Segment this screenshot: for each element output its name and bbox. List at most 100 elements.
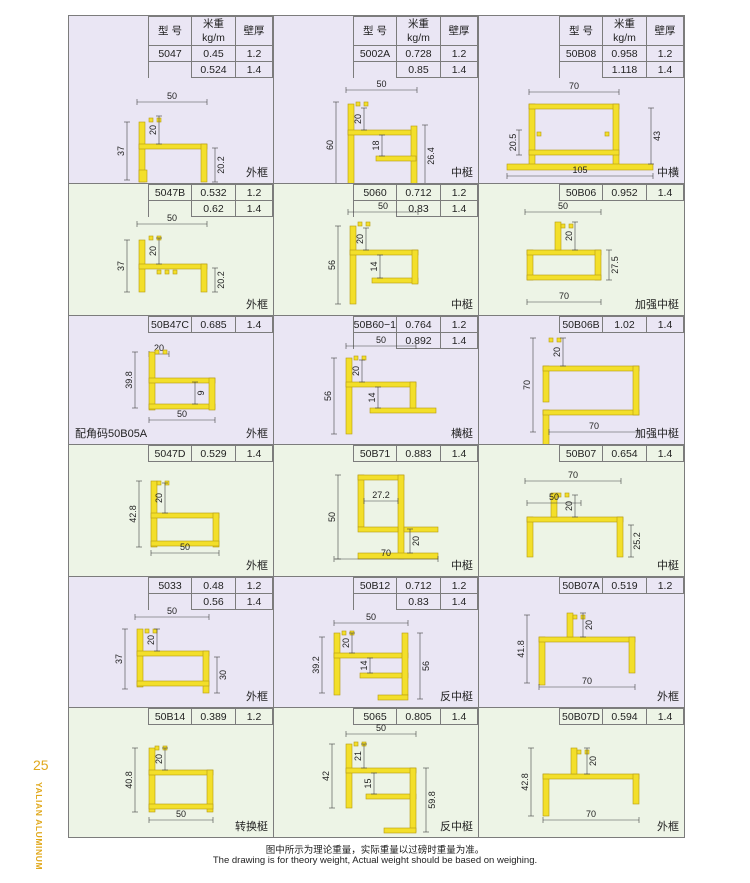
profile-segment: [397, 474, 405, 560]
spec-weight: 0.654: [602, 445, 647, 462]
profile-segment: [345, 357, 353, 435]
profile-notch: [572, 614, 578, 620]
spec-weight: 0.85: [396, 61, 441, 78]
profile-segment: [347, 103, 355, 184]
spec-thickness: 1.4: [235, 316, 273, 333]
spec-header-weight: 米重kg/m: [396, 16, 441, 46]
profile-name: 中横: [657, 167, 679, 179]
brand-vertical-text: YALIAN ALUMINUM: [32, 782, 46, 882]
profile-notch: [172, 269, 178, 275]
profile-segment: [526, 249, 602, 256]
dimension-label: 20: [351, 366, 361, 376]
profile-notch: [353, 741, 359, 747]
profile-segment: [349, 249, 419, 256]
profile-segment: [138, 169, 148, 183]
dimension-label: 105: [572, 165, 587, 175]
profile-notch: [568, 223, 574, 229]
spec-thickness: 1.4: [235, 61, 273, 78]
profile-segment: [200, 263, 208, 293]
profile-segment: [403, 526, 439, 533]
profile-name: 反中梃: [440, 821, 473, 833]
profile-segment: [349, 225, 357, 305]
profile-segment: [410, 125, 418, 184]
spec-model: 5047B: [148, 184, 192, 201]
dimension-label: 20: [564, 501, 574, 511]
spec-header-thickness: 壁厚: [235, 16, 273, 46]
profile-segment: [383, 827, 417, 834]
dimension-label: 15: [363, 778, 373, 788]
spec-thickness: 1.4: [440, 708, 478, 725]
profile-name: 反中梃: [440, 691, 473, 703]
profile-segment: [375, 155, 417, 162]
spec-model: 5002A: [353, 45, 397, 62]
dimension-label: 50: [180, 542, 190, 552]
dimension-label: 70: [589, 421, 599, 431]
dimension-label: 50: [378, 201, 388, 211]
spec-header-thickness: 壁厚: [440, 16, 478, 46]
spec-weight: 0.712: [396, 577, 441, 594]
dimension-label: 40.8: [124, 771, 134, 789]
dimension-label: 50: [558, 201, 568, 211]
dimension-label: 18: [371, 140, 381, 150]
spec-header-weight: 米重kg/m: [602, 16, 647, 46]
profile-segment: [526, 274, 602, 281]
profile-name: 中梃: [451, 299, 473, 311]
profile-segment: [506, 163, 654, 171]
profile-segment: [138, 263, 208, 270]
profile-notch: [156, 269, 162, 275]
profile-notch: [164, 269, 170, 275]
spec-weight: 1.02: [602, 316, 647, 333]
dimension-label: 20: [353, 114, 363, 124]
dimension-label: 50: [366, 612, 376, 622]
profile-segment: [150, 540, 220, 547]
dimension-label: 50: [177, 409, 187, 419]
profile-segment: [357, 552, 439, 560]
dimension-label: 70: [381, 548, 391, 558]
profile-notch: [556, 492, 562, 498]
spec-weight: 0.952: [602, 184, 647, 201]
profile-segment: [148, 377, 216, 384]
dimension-label: 50: [167, 606, 177, 616]
dimension-label: 59.8: [427, 791, 437, 809]
dimension-label: 42.8: [520, 773, 530, 791]
spec-model: 50B14: [148, 708, 192, 725]
profile-notch: [560, 223, 566, 229]
dimension-label: 27.5: [610, 256, 620, 274]
spec-model: 50B71: [353, 445, 397, 462]
spec-weight: 0.532: [191, 184, 236, 201]
dimension-label: 70: [559, 291, 569, 301]
profile-segment: [550, 492, 558, 518]
spec-thickness: 1.2: [646, 45, 684, 62]
profile-notch: [156, 480, 162, 486]
spec-model: 50B07D: [559, 708, 603, 725]
profile-notch: [144, 628, 150, 634]
profile-segment: [528, 103, 620, 110]
dimension-label: 20: [588, 756, 598, 766]
dimension-label: 60: [325, 140, 335, 150]
profile-segment: [542, 365, 550, 403]
